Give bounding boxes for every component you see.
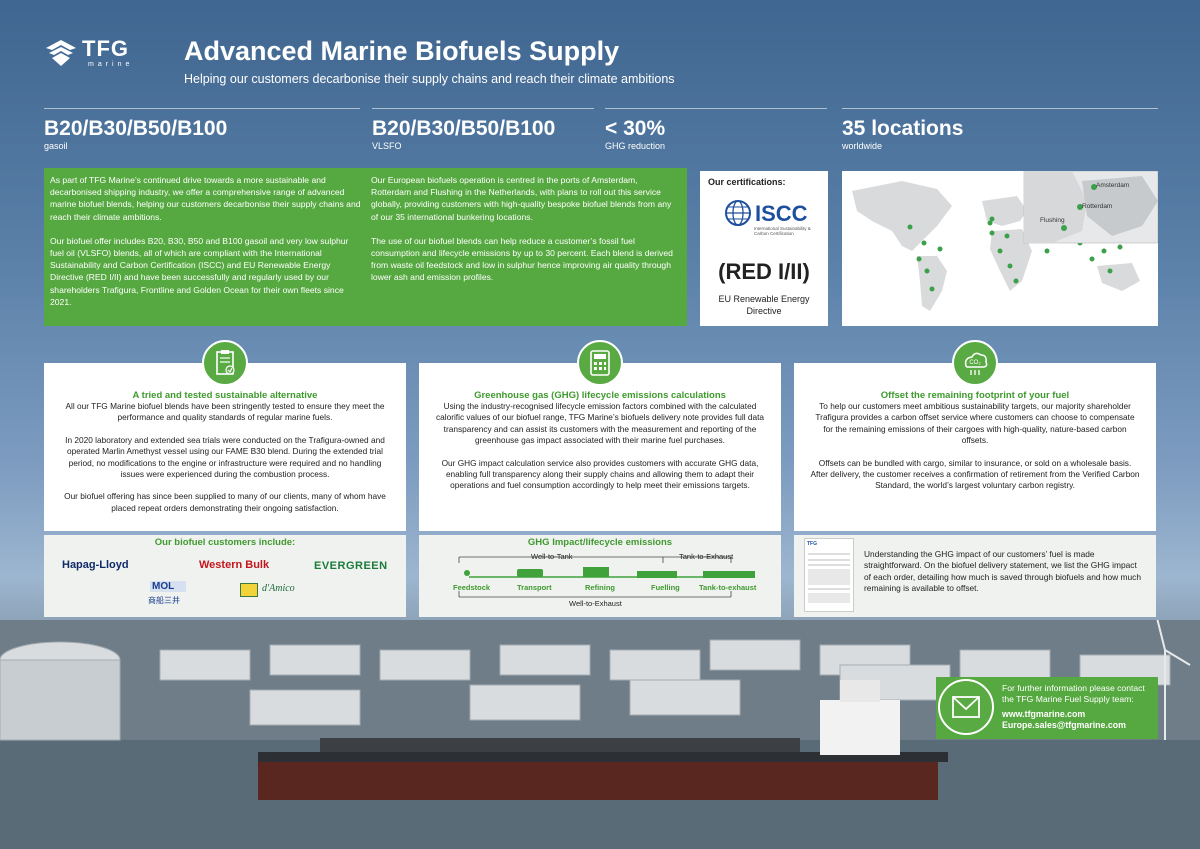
envelope-icon: [938, 679, 994, 735]
tfg-marine-logo: TFG marine: [44, 36, 144, 72]
panel-body: Using the industry-recognised lifecycle …: [419, 401, 781, 492]
tank-to-exhaust-label: Tank-to-Exhaust: [679, 552, 734, 561]
ghg-calculations-panel: Greenhouse gas (GHG) lifecycle emissions…: [419, 363, 781, 531]
contact-email-link[interactable]: Europe.sales@tfgmarine.com: [1002, 720, 1126, 730]
panel-heading: A tried and tested sustainable alternati…: [132, 390, 318, 401]
map-label-amsterdam: Amsterdam: [1096, 182, 1130, 189]
red-certification: (RED I/II): [718, 259, 810, 284]
panel-body: All our TFG Marine biofuel blends have b…: [44, 401, 406, 514]
map-label-flushing: Flushing: [1040, 217, 1065, 224]
certifications-heading: Our certifications:: [708, 177, 786, 187]
map-label-rotterdam: Rotterdam: [1082, 203, 1113, 210]
customers-panel: Our biofuel customers include: Hapag-Llo…: [44, 535, 406, 617]
intro-paragraph: As part of TFG Marine’s continued drive …: [50, 175, 361, 222]
stage-tank-to-exhaust: Tank-to-exhaust: [699, 583, 757, 592]
intro-left-column: As part of TFG Marine’s continued drive …: [50, 174, 364, 320]
panel-paragraph: Using the industry-recognised lifecycle …: [435, 401, 765, 446]
stat-ghg-value: < 30%: [605, 117, 666, 140]
ghg-heading: GHG Impact/lifecycle emissions: [527, 537, 673, 548]
intro-panel: As part of TFG Marine’s continued drive …: [44, 168, 687, 326]
co2-cloud-icon: CO₂: [952, 340, 998, 386]
stat-gasoil-value: B20/B30/B50/B100: [44, 117, 228, 140]
panel-paragraph: Offsets can be bundled with cargo, simil…: [810, 457, 1140, 491]
page-subtitle: Helping our customers decarbonise their …: [184, 72, 675, 86]
stat-vlsfo-label: VLSFO: [372, 141, 402, 151]
evergreen-logo: EVERGREEN: [314, 560, 388, 572]
stat-divider: [44, 108, 360, 109]
panel-paragraph: To help our customers meet ambitious sus…: [815, 401, 1135, 446]
damico-flag-icon: [240, 583, 258, 597]
locations-map: Amsterdam Rotterdam Flushing: [842, 171, 1158, 326]
contact-website-link[interactable]: www.tfgmarine.com: [1002, 709, 1086, 719]
iscc-logo-subtext: International Sustainability & Carbon Ce…: [754, 226, 811, 236]
logo-subtitle: marine: [88, 61, 134, 68]
damico-logo: d'Amico: [262, 583, 295, 594]
logo-wordmark: TFG: [82, 36, 129, 61]
panel-paragraph: Our GHG impact calculation service also …: [441, 457, 759, 491]
world-map-graphic: [842, 171, 1158, 326]
panel-paragraph: Our biofuel offering has since been supp…: [64, 491, 386, 513]
clipboard-check-icon: [202, 340, 248, 386]
well-to-exhaust-label: Well-to-Exhaust: [569, 599, 622, 608]
contact-intro: For further information please contact t…: [1002, 683, 1145, 704]
globe-icon: [725, 200, 751, 226]
certifications-card: Our certifications: ISCC International S…: [700, 171, 828, 326]
intro-right-column: Our European biofuels operation is centr…: [371, 174, 679, 296]
contact-box: For further information please contact t…: [936, 677, 1158, 739]
customers-heading: Our biofuel customers include:: [154, 537, 296, 548]
panel-heading: Offset the remaining footprint of your f…: [880, 390, 1070, 401]
intro-paragraph: Our biofuel offer includes B20, B30, B50…: [50, 235, 349, 307]
stage-transport: Transport: [517, 583, 552, 592]
panel-paragraph: All our TFG Marine biofuel blends have b…: [65, 401, 385, 423]
stage-fuelling: Fuelling: [651, 583, 680, 592]
delivery-statement-panel: TFG Understanding the GHG impact of our …: [794, 535, 1156, 617]
iscc-logo-text: ISCC: [755, 201, 808, 226]
hapag-lloyd-logo: Hapag-Lloyd: [62, 559, 129, 571]
stage-feedstock: Feedstock: [453, 583, 491, 592]
statement-logo: TFG: [807, 541, 817, 547]
delivery-statement-text: Understanding the GHG impact of our cust…: [864, 549, 1142, 594]
panel-heading: Greenhouse gas (GHG) lifecycle emissions…: [474, 390, 726, 401]
contact-text: For further information please contact t…: [1002, 683, 1154, 731]
stat-vlsfo-value: B20/B30/B50/B100: [372, 117, 556, 140]
terminal-background: [0, 589, 1200, 849]
calculator-icon: [577, 340, 623, 386]
red-description: EU Renewable Energy Directive: [718, 294, 810, 316]
stat-locations-label: worldwide: [842, 141, 883, 151]
lifecycle-diagram: [458, 556, 755, 598]
ghg-impact-panel: GHG Impact/lifecycle emissions Well-to-T…: [419, 535, 781, 617]
stat-locations-value: 35 locations: [842, 117, 964, 140]
mol-logo: MOL: [150, 581, 186, 592]
tested-alternative-panel: A tried and tested sustainable alternati…: [44, 363, 406, 531]
western-bulk-logo: Western Bulk: [199, 559, 270, 571]
offset-footprint-panel: Offset the remaining footprint of your f…: [794, 363, 1156, 531]
panel-body: To help our customers meet ambitious sus…: [794, 401, 1156, 492]
well-to-tank-label: Well-to-Tank: [531, 552, 573, 561]
stat-ghg-label: GHG reduction: [605, 141, 666, 151]
mol-logo-japanese: 商船三井: [148, 596, 180, 605]
intro-paragraph: The use of our biofuel blends can help r…: [371, 235, 673, 283]
stat-divider: [372, 108, 594, 109]
page-title: Advanced Marine Biofuels Supply: [184, 36, 620, 66]
panel-paragraph: In 2020 laboratory and extended sea tria…: [65, 434, 385, 480]
stat-divider: [605, 108, 827, 109]
svg-text:CO₂: CO₂: [969, 360, 981, 366]
delivery-statement-thumbnail: TFG: [804, 538, 854, 612]
stat-gasoil-label: gasoil: [44, 141, 68, 151]
ship-bow-icon: [46, 40, 76, 66]
stage-refining: Refining: [585, 583, 615, 592]
stat-divider: [842, 108, 1158, 109]
intro-paragraph: Our European biofuels operation is centr…: [371, 175, 672, 222]
